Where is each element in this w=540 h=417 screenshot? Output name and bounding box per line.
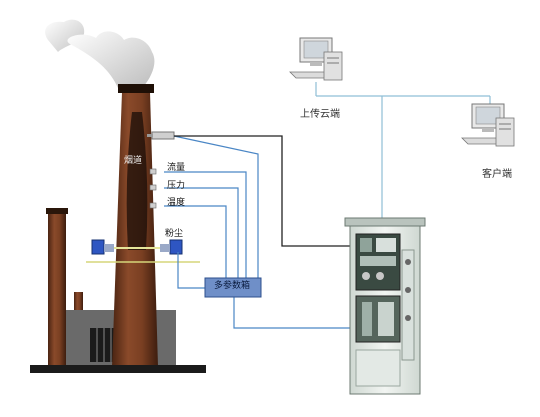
analyzer-cabinet [344, 217, 426, 395]
smoke-plume [67, 31, 155, 89]
multi-param-box: 多参数箱 [213, 281, 250, 291]
flow-label: 流量 [167, 163, 186, 173]
dust-meter [86, 239, 200, 263]
signal-wire [174, 135, 352, 247]
main-chimney [112, 84, 158, 367]
sensor-wires [164, 135, 352, 329]
pressure-label: 压力 [167, 181, 186, 191]
network-lines [315, 82, 491, 222]
computer-icon [289, 37, 343, 81]
multi-param-box-bg [204, 277, 262, 298]
sensor-marks [149, 168, 157, 209]
flue-label: 烟道 [124, 156, 143, 166]
cloud-upload-label: 上传云端 [300, 109, 340, 120]
dust-label: 粉尘 [165, 229, 184, 239]
computer-icon [461, 103, 515, 147]
client-label: 客户端 [482, 169, 512, 180]
temperature-label: 温度 [167, 198, 186, 208]
ground [30, 365, 206, 373]
